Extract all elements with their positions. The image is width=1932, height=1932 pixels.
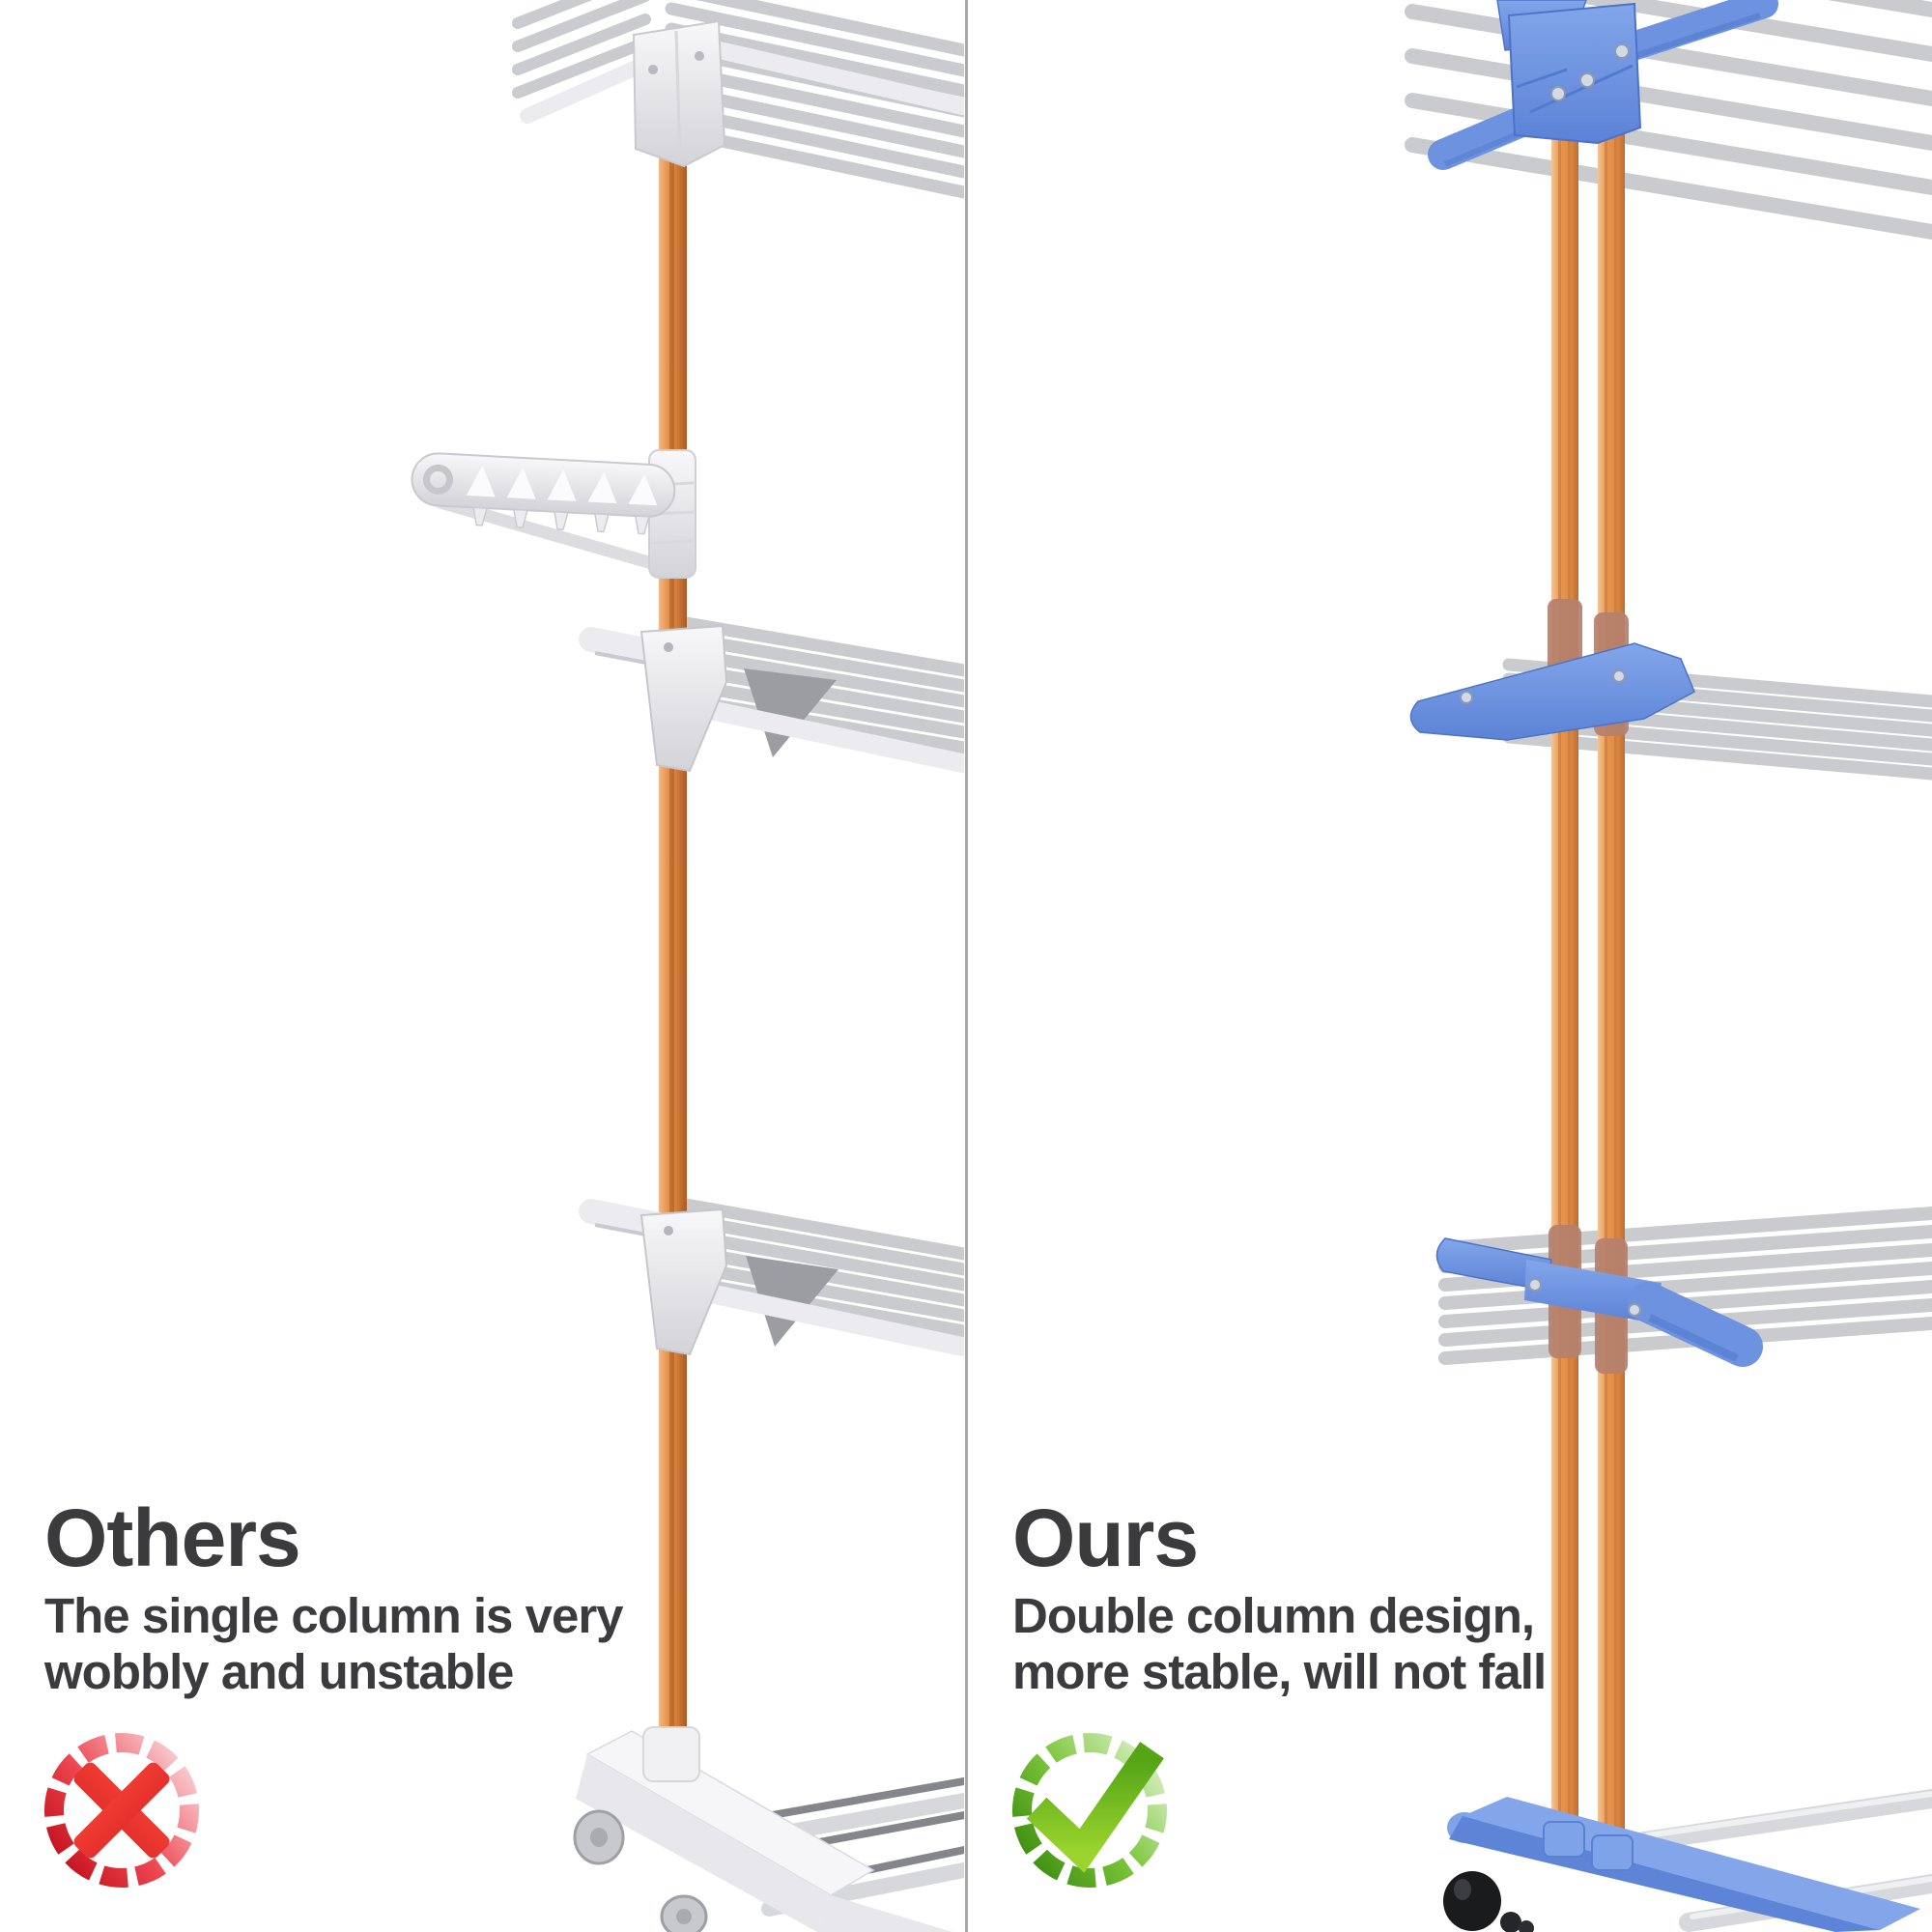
double-column-rack-photo xyxy=(1405,0,1932,1932)
ours-description-line1: Double column design, xyxy=(1012,1588,1535,1643)
folding-arm xyxy=(1409,642,1695,741)
others-caption: Others The single column is very wobbly … xyxy=(44,1492,624,1699)
ours-caption: Ours Double column design, more stable, … xyxy=(1012,1492,1547,1699)
cross-icon xyxy=(44,1733,199,1888)
panel-divider xyxy=(965,0,968,1932)
check-icon xyxy=(1012,1733,1167,1888)
bottom-shelf-bracket xyxy=(1435,1225,1763,1374)
screw-icon xyxy=(1460,691,1473,704)
top-bracket xyxy=(632,19,726,168)
check-mark xyxy=(1026,1742,1164,1873)
middle-shelf-gusset xyxy=(744,668,837,757)
ours-panel: Ours Double column design, more stable, … xyxy=(968,0,1932,1932)
top-shelf-bars xyxy=(665,0,964,199)
middle-shelf-bracket xyxy=(579,624,728,773)
top-shelf-left-wing xyxy=(512,0,657,124)
top-bracket xyxy=(1428,0,1778,170)
caster-wheel xyxy=(1443,1871,1534,1932)
base-beam-front xyxy=(576,1754,831,1932)
ours-description-line2: more stable, will not fall xyxy=(1012,1643,1547,1699)
single-orange-pole xyxy=(659,137,687,1795)
pole-socket xyxy=(1591,1834,1634,1871)
screw-icon xyxy=(1628,1303,1641,1317)
screw-icon xyxy=(1579,72,1595,88)
others-title: Others xyxy=(44,1492,301,1583)
others-panel: Others The single column is very wobbly … xyxy=(0,0,964,1932)
hanger-arm xyxy=(411,449,696,579)
double-orange-poles xyxy=(1551,92,1625,1859)
screw-icon xyxy=(664,1226,673,1236)
screw-icon xyxy=(664,642,673,652)
screw-icon xyxy=(1614,43,1630,59)
rolling-base xyxy=(573,1726,964,1932)
middle-shelf-bracket xyxy=(1409,599,1695,741)
caster-wheel xyxy=(573,1809,625,1865)
hanger-hooks xyxy=(472,506,650,535)
hanger-hole xyxy=(423,464,454,495)
single-column-rack-photo xyxy=(411,0,964,1932)
screw-icon xyxy=(648,65,658,74)
pole-socket xyxy=(642,1726,700,1782)
screw-icon xyxy=(1612,669,1626,683)
pole-socket xyxy=(1543,1821,1585,1858)
screw-icon xyxy=(695,51,704,61)
caster-wheel xyxy=(660,1894,708,1932)
screw-icon xyxy=(1550,86,1566,101)
bottom-shelf-bracket xyxy=(579,1199,728,1356)
others-description-line2: wobbly and unstable xyxy=(44,1643,514,1699)
screw-icon xyxy=(1528,1278,1542,1292)
others-description-line1: The single column is very xyxy=(44,1588,624,1643)
top-shelf-bars xyxy=(1405,0,1932,240)
ours-title: Ours xyxy=(1012,1492,1199,1583)
rolling-base xyxy=(1443,1789,1932,1932)
cross-mark xyxy=(73,1762,170,1859)
hanger-notches xyxy=(466,465,658,506)
cross-ring xyxy=(44,1733,199,1888)
